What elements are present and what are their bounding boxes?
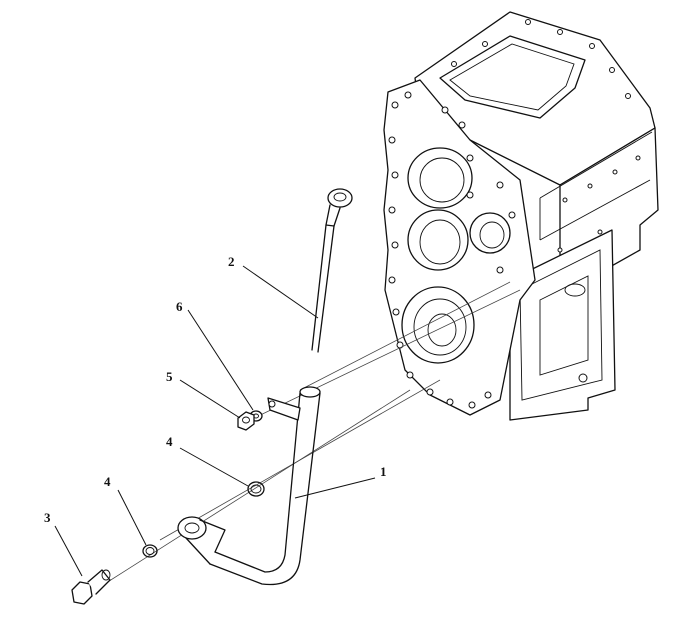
hex-nut bbox=[237, 411, 255, 431]
dipstick bbox=[311, 188, 353, 353]
callout-3: 3 bbox=[44, 510, 51, 525]
callout-6: 6 bbox=[176, 299, 183, 314]
callout-labels: 1 2 3 4 4 5 6 bbox=[44, 254, 387, 525]
housing-bore-middle bbox=[407, 209, 469, 271]
housing-bore-side bbox=[469, 212, 511, 254]
callout-4b: 4 bbox=[104, 474, 111, 489]
filler-tube bbox=[177, 386, 321, 586]
callout-5: 5 bbox=[166, 369, 173, 384]
leader-4a bbox=[179, 447, 249, 487]
leader-2 bbox=[242, 265, 319, 319]
leader-4b bbox=[117, 489, 147, 546]
leader-3 bbox=[54, 525, 83, 577]
leader-lines bbox=[54, 265, 376, 577]
housing-bore-upper bbox=[407, 147, 473, 209]
callout-2: 2 bbox=[228, 254, 235, 269]
o-ring-lower bbox=[142, 544, 158, 558]
transmission-housing bbox=[383, 11, 659, 421]
callout-4a: 4 bbox=[166, 434, 173, 449]
housing-bore-lower bbox=[401, 286, 475, 364]
leader-5 bbox=[179, 379, 241, 419]
plug-bolt bbox=[71, 569, 111, 605]
o-ring-upper bbox=[247, 481, 265, 497]
leader-6 bbox=[187, 309, 254, 411]
callout-1: 1 bbox=[380, 464, 387, 479]
leader-1 bbox=[294, 477, 376, 499]
